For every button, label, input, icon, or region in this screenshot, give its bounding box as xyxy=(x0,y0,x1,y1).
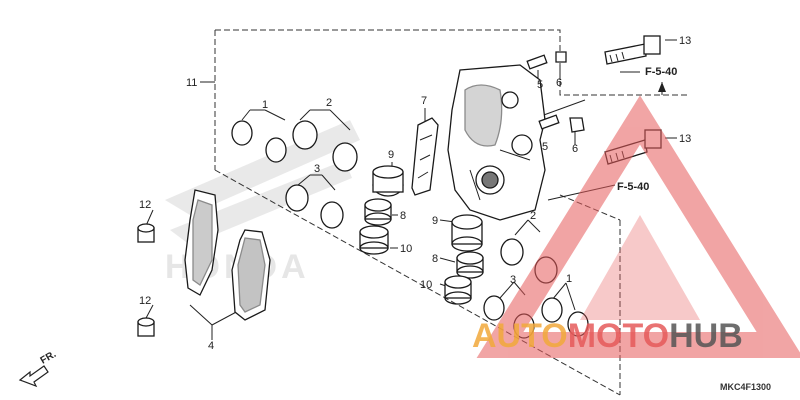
callout-8-upper: 8 xyxy=(400,210,406,222)
callout-10-upper: 10 xyxy=(400,243,412,255)
front-indicator-text: FR. xyxy=(39,349,59,367)
bleed-screw-5-lower xyxy=(538,114,560,130)
piston-9-lower xyxy=(451,214,483,252)
callout-11: 11 xyxy=(186,77,197,89)
callout-3-lower: 3 xyxy=(510,274,516,286)
watermark-text-auto: AUTO xyxy=(472,317,568,355)
piston-seal-1-lower xyxy=(541,297,589,337)
callout-1-lower: 1 xyxy=(566,273,572,285)
piston-seal-3-upper xyxy=(285,184,344,229)
watermark-text-hub: HUB xyxy=(669,317,743,355)
bleed-screw-5-upper xyxy=(526,54,548,70)
mounting-bolt-13-upper xyxy=(604,35,661,65)
brake-pad-4-right xyxy=(231,229,271,321)
reference-labels: F-5-40 F-5-40 xyxy=(617,66,677,193)
watermark: AUTOMOTOHUB xyxy=(472,95,800,358)
piston-10-lower xyxy=(444,275,472,305)
piston-8-upper xyxy=(364,198,392,226)
callout-6-lower: 6 xyxy=(572,143,578,155)
bleed-cap-6-lower xyxy=(569,117,585,133)
ref-label-middle: F-5-40 xyxy=(617,181,649,193)
watermark-text: AUTOMOTOHUB xyxy=(472,317,743,355)
callout-13-upper: 13 xyxy=(679,35,691,47)
pad-pin-12-lower xyxy=(137,317,155,337)
ref-label-top: F-5-40 xyxy=(645,66,677,78)
callout-9-upper: 9 xyxy=(388,149,394,161)
callout-3-upper: 3 xyxy=(314,163,320,175)
callout-12-upper: 12 xyxy=(139,199,151,211)
pad-spring-7 xyxy=(411,117,439,196)
callout-2-lower: 2 xyxy=(530,210,536,222)
brake-pad-4-left xyxy=(184,189,219,296)
piston-seal-1-upper xyxy=(231,120,287,163)
callout-12-lower: 12 xyxy=(139,295,151,307)
callout-4: 4 xyxy=(208,340,214,352)
diagram-code: MKC4F1300 xyxy=(720,382,771,392)
piston-8-lower xyxy=(456,251,484,279)
bleed-cap-6-upper xyxy=(555,51,567,63)
callout-7: 7 xyxy=(421,95,427,107)
callout-8-lower: 8 xyxy=(432,253,438,265)
pad-pin-12-upper xyxy=(137,223,155,243)
callout-13-lower: 13 xyxy=(679,133,691,145)
callout-1-upper: 1 xyxy=(262,99,268,111)
callout-labels: 1 2 3 9 8 10 7 5 6 5 6 11 12 12 4 13 13 … xyxy=(139,35,691,352)
callout-9-lower: 9 xyxy=(432,215,438,227)
callout-2-upper: 2 xyxy=(326,97,332,109)
piston-10-upper xyxy=(359,225,389,255)
callout-5-lower: 5 xyxy=(542,141,548,153)
piston-seal-2-upper xyxy=(292,120,358,172)
caliper-body xyxy=(447,64,546,221)
watermark-logo-triangle xyxy=(476,95,800,358)
callout-6-upper: 6 xyxy=(556,77,562,89)
watermark-text-moto: MOTO xyxy=(568,317,669,355)
piston-9-upper xyxy=(372,165,404,197)
callout-10-lower: 10 xyxy=(420,279,432,291)
callout-5-upper: 5 xyxy=(537,79,543,91)
front-arrow: FR. xyxy=(18,349,59,388)
